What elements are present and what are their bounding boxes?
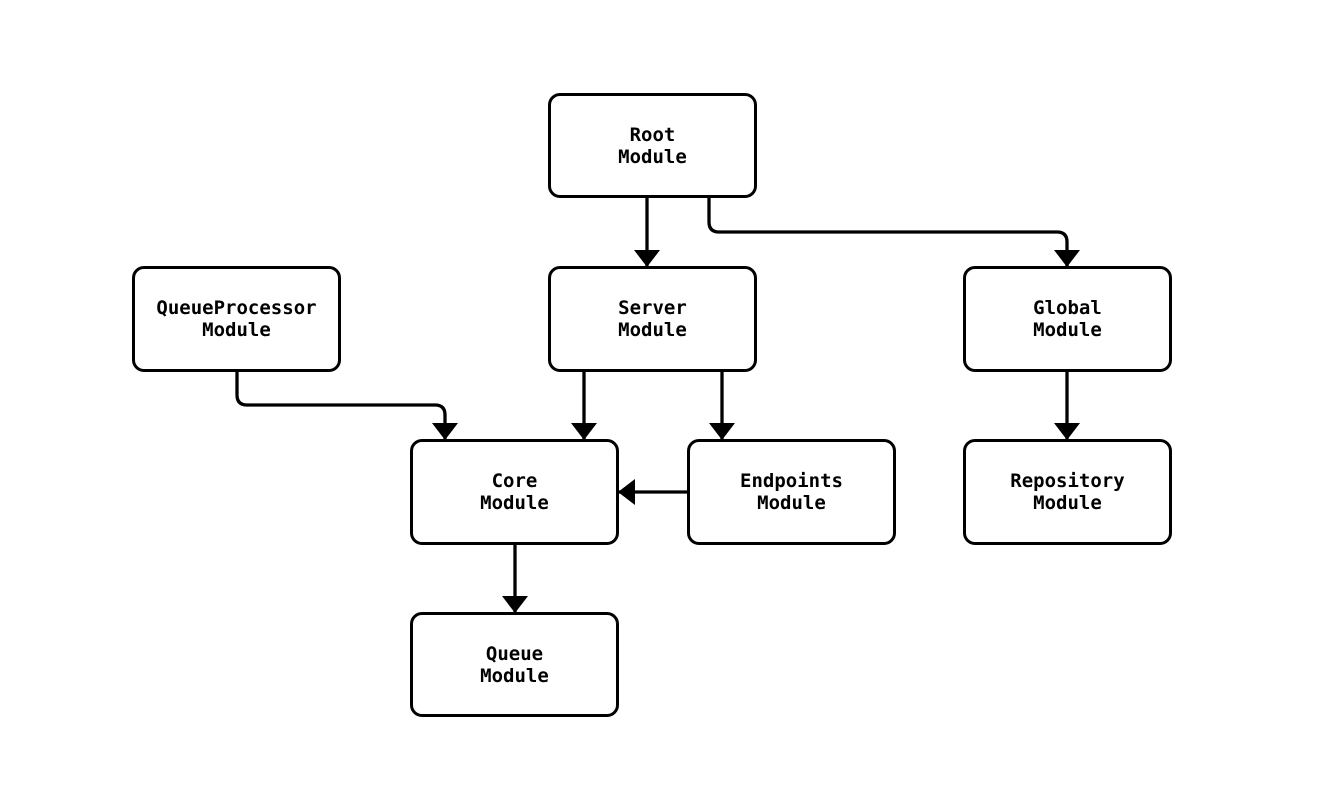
node-endpoints-label-line: Module [757, 492, 826, 514]
edge-queueprocessor-to-core [235, 372, 458, 440]
node-global-label-line: Global [1033, 297, 1102, 319]
edge-root-to-global [707, 198, 1080, 267]
node-repository-label-line: Repository [1010, 470, 1125, 492]
node-global-label-line: Module [1033, 319, 1102, 341]
node-repository-label-line: Module [1033, 492, 1102, 514]
node-root-label-line: Module [618, 145, 687, 168]
node-queue-label-line: Queue [485, 642, 544, 665]
node-queueprocessor-label-line: Module [202, 319, 271, 341]
node-core-label-line: Core [491, 470, 538, 492]
node-core-label-line: Module [480, 492, 549, 514]
node-server-label-line: Server [618, 297, 687, 319]
node-root-label-line: Root [629, 123, 676, 146]
node-queue-label-line: Module [480, 664, 549, 687]
node-endpoints-label-line: Endpoints [740, 470, 843, 492]
node-server-label-line: Module [618, 319, 687, 341]
node-queueprocessor-label-line: QueueProcessor [156, 297, 317, 319]
